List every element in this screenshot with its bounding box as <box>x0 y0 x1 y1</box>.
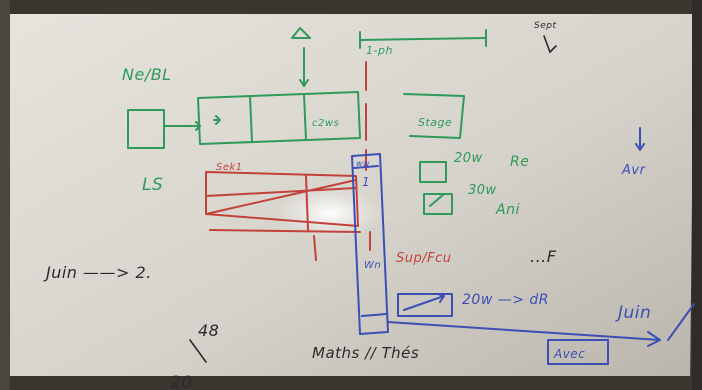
blue-column <box>351 153 389 335</box>
red-lower-line <box>209 229 361 233</box>
green-bar-arrow <box>213 115 221 125</box>
green-small-label: 1-ph <box>366 44 393 57</box>
black-bottom-text: Maths // Thés <box>312 344 419 362</box>
green-timeline <box>359 37 487 41</box>
green-box-tag: c2ws <box>312 118 339 129</box>
red-funnel-diagonal <box>205 179 357 215</box>
black-20-text: 20 <box>170 373 193 390</box>
green-stage-box <box>403 93 465 139</box>
black-juin-left-text: Juin ——> 2. <box>43 263 152 282</box>
blue-20w-dr-text: 20w —> dR <box>462 292 549 308</box>
blue-small-box <box>397 293 453 317</box>
board-right-edge <box>692 0 702 390</box>
red-right-text: Sup/Fcu <box>396 251 452 266</box>
blue-avec-box <box>547 339 609 365</box>
blue-box-arrow-head <box>437 293 445 303</box>
blue-avec-text: Avec <box>553 347 585 361</box>
green-re-text: Re <box>510 154 529 170</box>
red-funnel-divider <box>305 175 309 231</box>
board-bottom-frame <box>0 376 702 390</box>
green-20w-text: 20w <box>454 151 483 166</box>
blue-top-right-text: Avr <box>621 163 647 178</box>
black-diagonal-mark <box>189 339 207 363</box>
green-20w-box <box>419 161 447 183</box>
red-funnel-outline <box>205 171 359 227</box>
red-small-mark <box>313 235 317 261</box>
blue-long-arrow <box>387 321 661 341</box>
green-left-box <box>127 109 165 149</box>
green-ls-text: LS <box>142 175 163 195</box>
green-stage-text: Stage <box>418 116 452 129</box>
blue-column-foot <box>361 313 387 317</box>
blue-upper-text: ww <box>356 159 370 168</box>
green-triangle-marker <box>291 27 311 39</box>
board-top-frame <box>0 0 702 14</box>
blue-column-divider <box>353 165 379 169</box>
green-30w-box <box>423 193 453 215</box>
blue-edge-stroke <box>667 303 695 341</box>
blue-lower-text: Wn <box>364 260 381 271</box>
black-top-right-text: Sept <box>534 21 557 31</box>
green-ani-text: Ani <box>495 202 520 218</box>
green-bar-divider-1 <box>249 95 253 143</box>
green-down-arrow-head <box>299 79 309 87</box>
black-f-text: ...F <box>530 247 557 266</box>
blue-juin-right-text: Juin <box>615 303 651 323</box>
green-30w-text: 30w <box>468 183 497 198</box>
blue-box-arrow <box>403 295 445 311</box>
black-top-right-check <box>543 35 557 54</box>
green-bar-divider-2 <box>303 93 307 141</box>
board-left-edge <box>0 0 10 390</box>
green-ne-bl-text: Ne/BL <box>122 65 172 84</box>
red-top-text: Sek1 <box>216 162 243 173</box>
red-dashed-vertical <box>365 61 371 251</box>
blue-top-right-arrow-head <box>635 143 645 151</box>
black-48-text: 48 <box>198 321 219 340</box>
red-funnel-line <box>205 187 357 197</box>
blue-mid-text: 1 <box>362 175 370 189</box>
blue-long-arrow-head <box>647 331 661 347</box>
green-30w-slash <box>429 193 445 207</box>
